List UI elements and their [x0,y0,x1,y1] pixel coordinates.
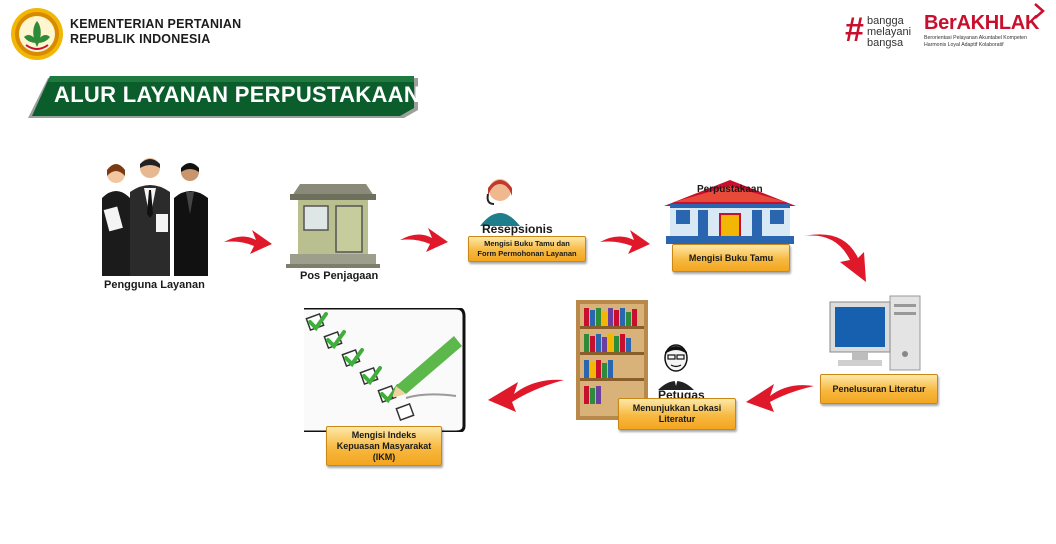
perpustakaan-sign: Perpustakaan [697,184,763,195]
perpustakaan-box: Mengisi Buku Tamu [672,244,790,272]
arrow-left-icon [488,379,564,412]
petugas-box-line2: Literatur [658,414,696,424]
title-banner [28,76,418,118]
resepsionis-box-line2: Form Permohonan Layanan [477,249,577,258]
ministry-name-line2: REPUBLIK INDONESIA [70,32,211,46]
hash-icon: # [845,11,864,49]
ikm-box-line1: Mengisi Indeks [351,429,417,440]
step-pengguna-label: Pengguna Layanan [104,279,205,291]
resepsionis-box-line1: Mengisi Buku Tamu dan [484,239,570,248]
bangsa-word: bangsa [867,37,904,49]
berakhlak-logo: BerAKHLAK Berorientasi Pelayanan Akuntab… [924,2,1052,52]
bangga-word: bangga [867,15,904,27]
petugas-box: Menunjukkan Lokasi Literatur [618,398,736,430]
arrow-right-icon [224,230,272,254]
step-pos-label: Pos Penjagaan [300,270,379,282]
berakhlak-tagline-1: Berorientasi Pelayanan Akuntabel Kompete… [924,35,1027,41]
ministry-name-line1: KEMENTERIAN PERTANIAN [70,17,242,31]
bangga-melayani-logo: # bangga melayani bangsa [845,13,917,49]
ministry-name: KEMENTERIAN PERTANIAN REPUBLIK INDONESIA [70,17,241,47]
guard-post-icon [286,184,380,268]
penelusuran-box: Penelusuran Literatur [820,374,938,404]
receptionist-icon [480,179,520,226]
resepsionis-title: Resepsionis [482,222,553,236]
penelusuran-box-text: Penelusuran Literatur [832,383,926,394]
arrow-right-icon [400,228,448,252]
melayani-word: melayani [867,26,912,38]
perpustakaan-box-text: Mengisi Buku Tamu [688,252,774,263]
library-building-icon [664,180,796,244]
arrow-curve-down-icon [804,234,866,282]
arrow-right-icon [600,230,650,254]
officer-icon [658,344,694,390]
arrow-left-icon [746,384,814,412]
computer-icon [829,295,921,371]
users-group-icon [102,158,208,276]
berakhlak-word: BerAKHLAK [924,12,1040,34]
ikm-box-line3: (IKM) [372,451,396,462]
berakhlak-tagline-2: Harmonis Loyal Adaptif Kolaboratif [924,42,1004,48]
ministry-logo [10,7,64,61]
checklist-pencil-icon [304,308,466,432]
page-title: ALUR LAYANAN PERPUSTAKAAN [54,82,421,107]
petugas-box-line1: Menunjukkan Lokasi [632,403,722,413]
ikm-box-line2: Kepuasan Masyarakat [336,440,432,451]
ikm-box: Mengisi Indeks Kepuasan Masyarakat (IKM) [326,426,442,466]
chevron-right-icon [1034,3,1045,19]
resepsionis-box: Mengisi Buku Tamu dan Form Permohonan La… [468,236,586,262]
